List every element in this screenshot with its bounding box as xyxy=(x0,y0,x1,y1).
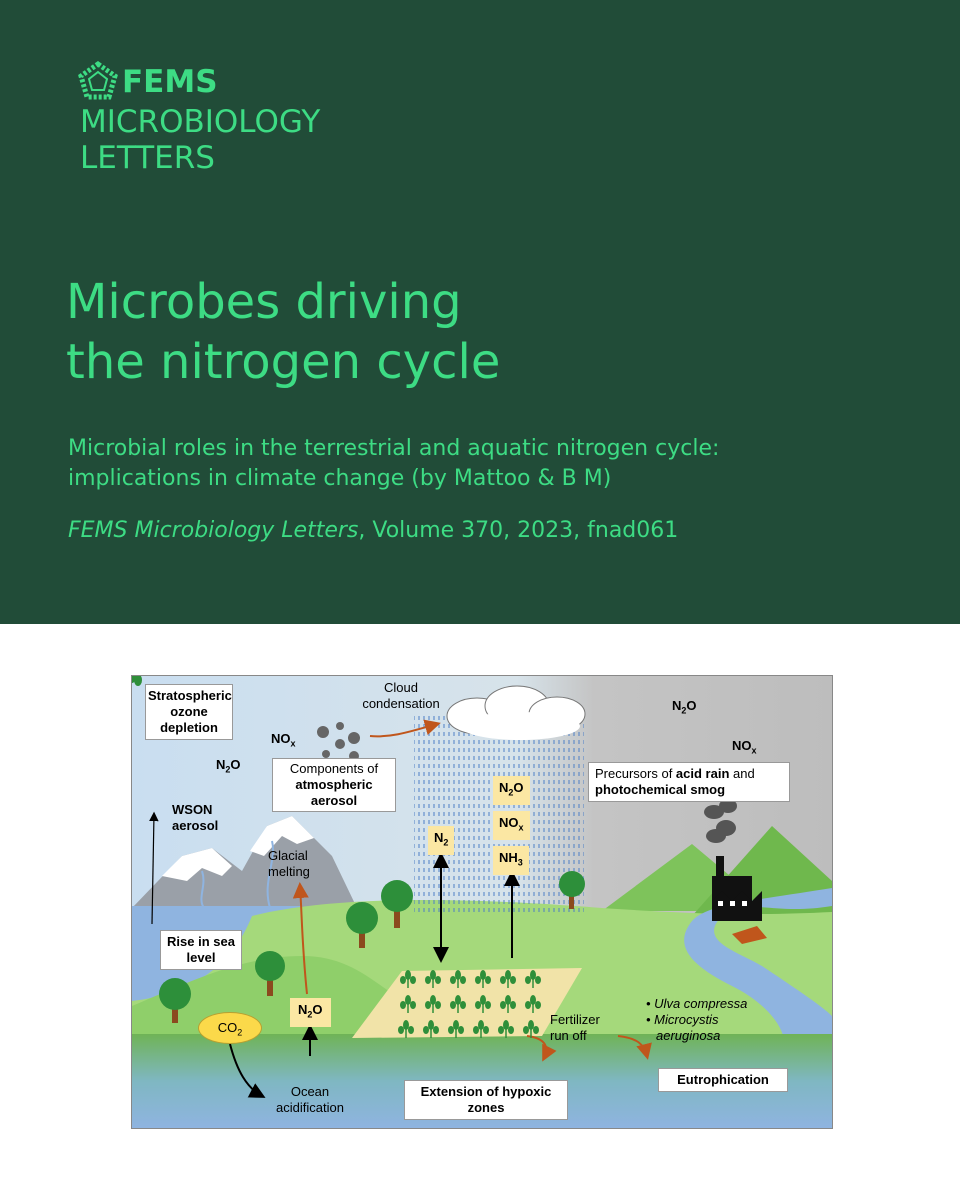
factory-icon xyxy=(704,799,767,944)
condensation-arrow xyxy=(369,719,441,738)
citation: FEMS Microbiology Letters, Volume 370, 2… xyxy=(68,518,678,543)
crop-plant-icon xyxy=(425,970,441,988)
n2o-top-right-label: N2O xyxy=(672,698,697,716)
title-line-1: Microbes driving xyxy=(66,274,462,330)
crop-plants-icon xyxy=(132,676,142,686)
cloud-icon xyxy=(446,685,586,740)
tree-icons xyxy=(159,871,585,1023)
journal-line-2: LETTERS xyxy=(80,140,215,176)
crop-plant-icon xyxy=(525,970,541,988)
figure-border xyxy=(131,675,833,1129)
crop-plant-icon xyxy=(523,1020,539,1038)
acid-rain-label: Precursors of acid rain and photochemica… xyxy=(588,762,790,802)
crop-plant-icon xyxy=(500,995,516,1013)
crop-plant-icon xyxy=(400,995,416,1013)
glacial-arrow xyxy=(292,882,309,995)
eutrophication-label: Eutrophication xyxy=(658,1068,788,1092)
crop-plant-icon xyxy=(450,970,466,988)
journal-brand[interactable]: FEMS MICROBIOLOGY LETTERS xyxy=(76,60,320,176)
n2o-ground-label: N2O xyxy=(290,998,331,1027)
crop-plant-icon xyxy=(475,995,491,1013)
nox-left-label: NOx xyxy=(271,731,296,749)
ocean-acidification-label: Ocean acidification xyxy=(276,1084,344,1115)
subtitle-line-2: implications in climate change (by Matto… xyxy=(68,466,612,491)
eutrophication-arrow xyxy=(617,1035,652,1060)
co2-bubble: CO2 xyxy=(198,1012,262,1044)
river xyxy=(684,888,832,1056)
crop-plant-icon xyxy=(450,995,466,1013)
cloud-condensation-label: Cloud condensation xyxy=(362,680,440,711)
crop-plant-icon xyxy=(423,1020,439,1038)
article-subtitle: Microbial roles in the terrestrial and a… xyxy=(68,434,918,494)
algae-species-label: • Ulva compressa • Microcystis aeruginos… xyxy=(646,996,748,1043)
crop-plant-icon xyxy=(448,1020,464,1038)
farm-field xyxy=(352,968,582,1038)
header-banner: FEMS MICROBIOLOGY LETTERS Microbes drivi… xyxy=(0,0,960,624)
crop-plant-icon xyxy=(425,995,441,1013)
snow-cap xyxy=(162,816,314,881)
nh3-gas-label: NH3 xyxy=(493,846,529,875)
stratospheric-ozone-label: Stratospheric ozone depletion xyxy=(145,684,233,740)
glacial-melting-label: Glacial melting xyxy=(268,848,310,879)
n2o-top-left-label: N2O xyxy=(216,757,241,775)
atmospheric-aerosol-label: Components of atmospheric aerosol xyxy=(272,758,396,812)
crop-plant-icon xyxy=(475,970,491,988)
subtitle-line-1: Microbial roles in the terrestrial and a… xyxy=(68,436,720,461)
fertilizer-runoff-label: Fertilizer run off xyxy=(550,1012,600,1043)
crop-plant-icon xyxy=(400,970,416,988)
wson-arrow xyxy=(149,811,159,925)
sea-level-label: Rise in sea level xyxy=(160,930,242,970)
n2-gas-label: N2 xyxy=(428,826,455,855)
nox-right-label: NOx xyxy=(732,738,757,756)
crop-plant-icon xyxy=(473,1020,489,1038)
nox-gas-label: NOx xyxy=(493,811,530,840)
wson-aerosol-label: WSON aerosol xyxy=(172,802,219,833)
page-title: Microbes driving the nitrogen cycle xyxy=(66,272,926,392)
journal-line-1: MICROBIOLOGY xyxy=(80,104,321,140)
crop-plant-icon xyxy=(498,1020,514,1038)
title-line-2: the nitrogen cycle xyxy=(66,334,501,390)
citation-details: , Volume 370, 2023, fnad061 xyxy=(358,518,679,543)
crop-plant-icon xyxy=(500,970,516,988)
citation-journal: FEMS Microbiology Letters xyxy=(68,518,359,543)
n2o-gas-label: N2O xyxy=(493,776,530,805)
fems-pentagon-logo-icon xyxy=(78,60,118,100)
crop-plant-icon xyxy=(525,995,541,1013)
brand-name: FEMS xyxy=(122,64,218,100)
ocean-arrow xyxy=(229,1043,266,1098)
hypoxic-zones-label: Extension of hypoxic zones xyxy=(404,1080,568,1120)
glacier-stream xyxy=(200,840,274,909)
crop-plant-icon xyxy=(398,1020,414,1038)
aerosol-particles-icon xyxy=(317,722,360,761)
